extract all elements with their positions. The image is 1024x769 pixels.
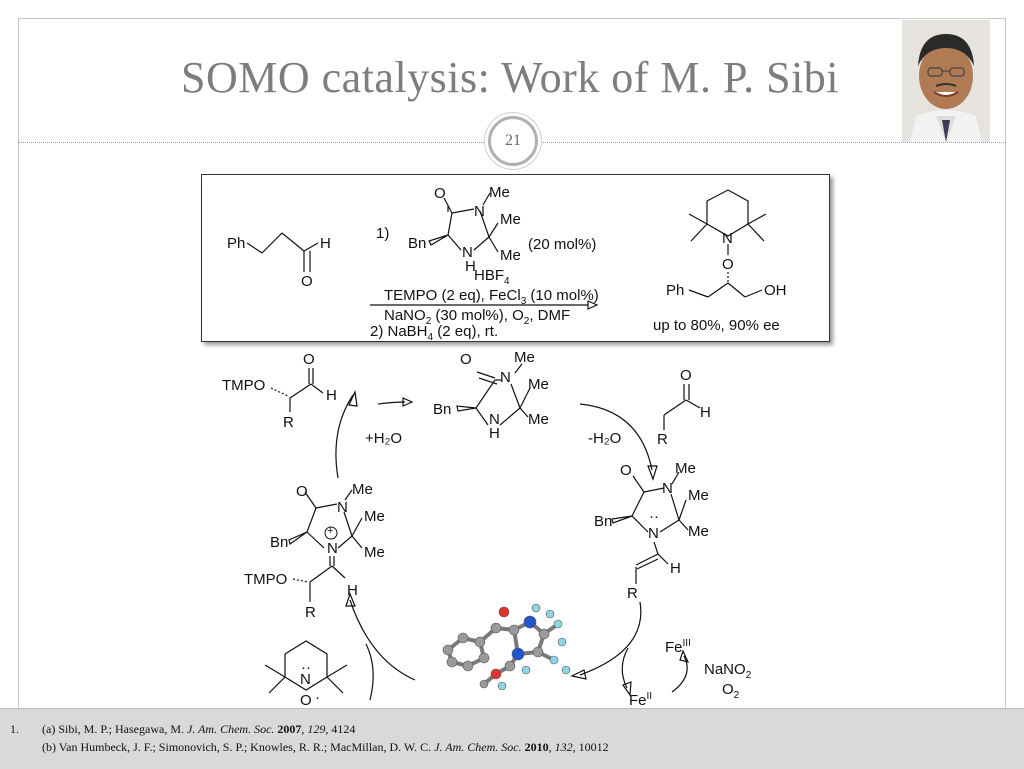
- cycle-cat-me2-label: Me: [528, 376, 549, 393]
- step1-label: 1): [376, 225, 390, 242]
- iminium-me3-label: Me: [364, 544, 385, 561]
- iminium-me1-label: Me: [352, 481, 373, 498]
- aldehyde-h-label: H: [700, 404, 711, 421]
- slide-title: SOMO catalysis: Work of M. P. Sibi: [180, 53, 840, 102]
- aldehyde-r-label: R: [657, 431, 668, 448]
- enamine-n-label: N: [662, 480, 673, 497]
- substrate-o-label: O: [301, 273, 313, 290]
- catalyst-nh-h-label: H: [465, 258, 476, 275]
- catalyst-hbf4-label: HBF4: [474, 267, 510, 287]
- product-aldehyde-r-label: R: [283, 414, 294, 431]
- plus-water-label: +H₂O: [365, 430, 403, 447]
- tempo-radical-dot: ·: [315, 689, 320, 706]
- catalyst-me3-label: Me: [500, 247, 521, 264]
- cycle-cat-nh-n-label: N: [489, 411, 500, 428]
- reference-number: 1.: [10, 722, 19, 736]
- product-ph-label: Ph: [666, 282, 685, 299]
- product-aldehyde-o-label: O: [303, 351, 315, 368]
- catalyst-nh-n-label: N: [462, 244, 473, 261]
- catalyst-bn-label: Bn: [408, 235, 427, 252]
- catalyst-o-label: O: [434, 185, 446, 202]
- catalyst-me2-label: Me: [500, 211, 521, 228]
- cycle-cat-o-label: O: [460, 351, 472, 368]
- iminium-n-label: N: [337, 499, 348, 516]
- fe2-label: FeII: [629, 691, 653, 709]
- iminium-me2-label: Me: [364, 508, 385, 525]
- fe3-label: FeIII: [665, 638, 691, 656]
- product-o-label: O: [722, 256, 734, 273]
- enamine-me2-label: Me: [688, 487, 709, 504]
- portrait-image: [902, 20, 990, 142]
- cycle-cat-n-label: N: [500, 369, 511, 386]
- product-aldehyde-h-label: H: [326, 387, 337, 404]
- cycle-cat-nh-h-label: H: [489, 425, 500, 442]
- tempo-n-label: N: [300, 671, 311, 688]
- iminium-plus-label: +: [327, 525, 334, 537]
- iminium-bn-label: Bn: [270, 534, 289, 551]
- condition-line-3: 2) NaBH4 (2 eq), rt.: [370, 323, 499, 343]
- iminium-tmpo-label: TMPO: [244, 571, 288, 588]
- substrate-h-label: H: [320, 235, 331, 252]
- o2-label: O2: [722, 681, 740, 701]
- catalyst-loading-label: (20 mol%): [528, 236, 597, 253]
- enamine-dots-label: ··: [649, 508, 659, 525]
- enamine-r-label: R: [627, 585, 638, 602]
- enamine-o-label: O: [620, 462, 632, 479]
- catalyst-me1-label: Me: [489, 184, 510, 201]
- enamine-bn-label: Bn: [594, 513, 613, 530]
- substrate-ph-label: Ph: [227, 235, 246, 252]
- tempo-dots-label: ··: [301, 659, 311, 676]
- aldehyde-o-label: O: [680, 367, 692, 384]
- slide-number: 21: [505, 132, 521, 149]
- minus-water-label: -H₂O: [588, 430, 622, 447]
- cycle-cat-me3-label: Me: [528, 411, 549, 428]
- tempo-o-label: O: [300, 692, 312, 709]
- cycle-cat-bn-label: Bn: [433, 401, 452, 418]
- iminium-h-label: H: [347, 582, 358, 599]
- reference-a: (a) Sibi, M. P.; Hasegawa, M. J. Am. Che…: [42, 722, 356, 736]
- iminium-o-label: O: [296, 483, 308, 500]
- references-bar: [0, 708, 1024, 769]
- portrait-photo: [902, 20, 990, 142]
- enamine-me1-label: Me: [675, 460, 696, 477]
- iminium-nplus-label: N: [327, 540, 338, 557]
- condition-line-2: NaNO2 (30 mol%), O2, DMF: [384, 307, 571, 327]
- molecular-model-graphic: [442, 603, 571, 691]
- iminium-r-label: R: [305, 604, 316, 621]
- reference-b: (b) Van Humbeck, J. F.; Simonovich, S. P…: [42, 740, 609, 754]
- cycle-cat-me1-label: Me: [514, 349, 535, 366]
- enamine-h-label: H: [670, 560, 681, 577]
- product-yield-label: up to 80%, 90% ee: [653, 317, 780, 334]
- product-oh-label: OH: [764, 282, 787, 299]
- molecular-model-image: [438, 600, 578, 691]
- slide-number-badge: 21: [488, 116, 538, 166]
- condition-line-1: TEMPO (2 eq), FeCl3 (10 mol%): [384, 287, 599, 307]
- enamine-me3-label: Me: [688, 523, 709, 540]
- catalyst-n-label: N: [474, 203, 485, 220]
- product-tmpo-label: TMPO: [222, 377, 266, 394]
- product-n-label: N: [722, 230, 733, 247]
- enamine-n2-label: N: [648, 525, 659, 542]
- nano2-label: NaNO2: [704, 661, 752, 681]
- reaction-scheme-box: [201, 174, 830, 342]
